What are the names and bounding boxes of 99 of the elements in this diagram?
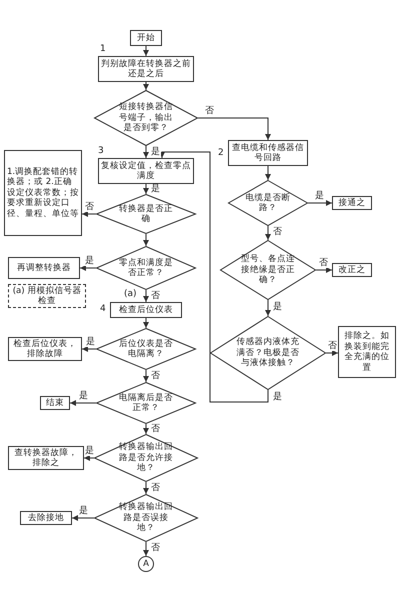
arrow	[143, 370, 149, 382]
decision-text: 零点和满度是否正常？	[118, 258, 174, 278]
edge-label: 是	[150, 147, 161, 157]
decision-diamond	[96, 194, 196, 234]
decision-diamond	[96, 246, 196, 290]
edge-label: 是	[78, 391, 89, 401]
node-text: 接通之	[338, 198, 366, 208]
arrow	[70, 400, 96, 406]
node-text: 再调整转换器	[17, 262, 71, 274]
edge-label: 是	[84, 256, 95, 266]
arrow	[143, 234, 149, 246]
edge-label: 是	[85, 337, 96, 347]
node-text: (a) 用模拟信号器检查	[12, 286, 82, 306]
decision-diamond	[94, 434, 198, 482]
arrow	[198, 118, 271, 140]
node-text: 判别故障在转换器之前还是之后	[101, 58, 191, 80]
process-box	[130, 30, 162, 46]
arrow	[143, 46, 149, 56]
decision-diamond	[210, 316, 326, 390]
step-number: 2	[218, 148, 224, 158]
decision-text: 后位仪表是否电隔离？	[118, 338, 174, 360]
decision-text: 转换器是否正确	[118, 204, 174, 224]
decision-diamond	[96, 382, 196, 424]
arrow	[265, 300, 271, 316]
node-text: 1.调换配套错的转换器；或 2.正确设定仪表常数；按要求重新设定口径、量程、单位等	[7, 166, 79, 220]
edge-label: 是	[272, 392, 283, 402]
arrow	[143, 184, 149, 194]
decision-text: 电缆是否断路？	[244, 192, 292, 214]
decision-text: 型号、各点连接绝缘是否正确？	[240, 254, 296, 286]
edge-label: 否	[84, 202, 95, 212]
step-number: (a)	[124, 289, 137, 299]
arrow	[143, 82, 149, 90]
decision-diamond	[228, 180, 308, 226]
step-number: 3	[98, 146, 104, 156]
arrow	[143, 318, 149, 328]
arrow	[326, 350, 338, 356]
edge-label: 否	[150, 543, 161, 553]
process-box	[20, 511, 72, 525]
arrow	[143, 542, 149, 556]
decision-text: 短接转换器信号端子，输出是否到零？	[118, 102, 174, 134]
arrow	[308, 200, 332, 206]
process-box	[40, 396, 70, 410]
arrow	[80, 265, 96, 271]
decision-diamond	[220, 240, 316, 300]
process-box	[4, 150, 82, 236]
arrow	[143, 290, 149, 302]
edge-label: 是	[78, 506, 89, 516]
arrow	[265, 166, 271, 180]
decision-text: 电隔离后是否正常？	[118, 392, 174, 414]
arrow	[316, 267, 332, 273]
arrow	[143, 482, 149, 494]
step-number: 4	[100, 304, 106, 314]
edge-label: 否	[204, 106, 215, 116]
decision-diamond	[94, 90, 198, 146]
decision-text: 传感器内液体充满否？电极是否与液体接触？	[236, 337, 300, 369]
node-text: 检查后位仪表，排除故障	[12, 338, 78, 360]
arrow	[72, 515, 94, 521]
node-text: 复核设定值，检查零点满度	[101, 160, 191, 182]
edge-label: 否	[150, 291, 161, 301]
note-box	[8, 284, 86, 308]
edge-label: 是	[150, 184, 161, 194]
arrow	[82, 346, 96, 352]
step-number: 1	[100, 44, 106, 54]
node-text: 查电缆和传感器信号回路	[231, 142, 305, 164]
process-box	[332, 196, 372, 210]
edge-label: 是	[314, 191, 325, 201]
connector-circle	[138, 556, 154, 572]
process-box	[338, 326, 396, 378]
decision-diamond	[96, 328, 196, 370]
edge-label: 否	[150, 424, 161, 434]
process-box	[110, 302, 182, 318]
edge-label: 是	[272, 302, 283, 312]
decision-diamond	[94, 494, 198, 542]
decision-text: 转换器输出回路是否允许接地？	[118, 442, 174, 474]
node-text: A	[143, 558, 149, 570]
edge-label: 否	[272, 227, 283, 237]
arrow	[159, 152, 268, 402]
node-text: 开始	[137, 32, 155, 44]
edge-label: 否	[327, 341, 338, 351]
node-text: 排除之。如换装到能完全充满的位置	[344, 331, 390, 373]
node-text: 去除接地	[28, 512, 64, 524]
node-text: 查转换器故障，排除之	[14, 448, 78, 468]
arrow	[265, 226, 271, 240]
arrow	[143, 424, 149, 434]
edge-label: 是	[84, 446, 95, 456]
process-box	[8, 257, 80, 279]
edge-label: 否	[150, 483, 161, 493]
node-text: 结束	[46, 398, 64, 408]
edge-label: 否	[318, 258, 329, 268]
decision-text: 转换器输出回路是否误接地？	[118, 502, 174, 534]
process-box	[8, 446, 84, 470]
edge-label: 否	[150, 371, 161, 381]
process-box	[8, 337, 82, 361]
arrow	[84, 455, 94, 461]
arrow	[143, 146, 149, 158]
node-text: 改正之	[338, 264, 366, 276]
process-box	[332, 263, 372, 277]
arrow	[82, 211, 96, 217]
node-text: 检查后位仪表	[119, 304, 173, 316]
